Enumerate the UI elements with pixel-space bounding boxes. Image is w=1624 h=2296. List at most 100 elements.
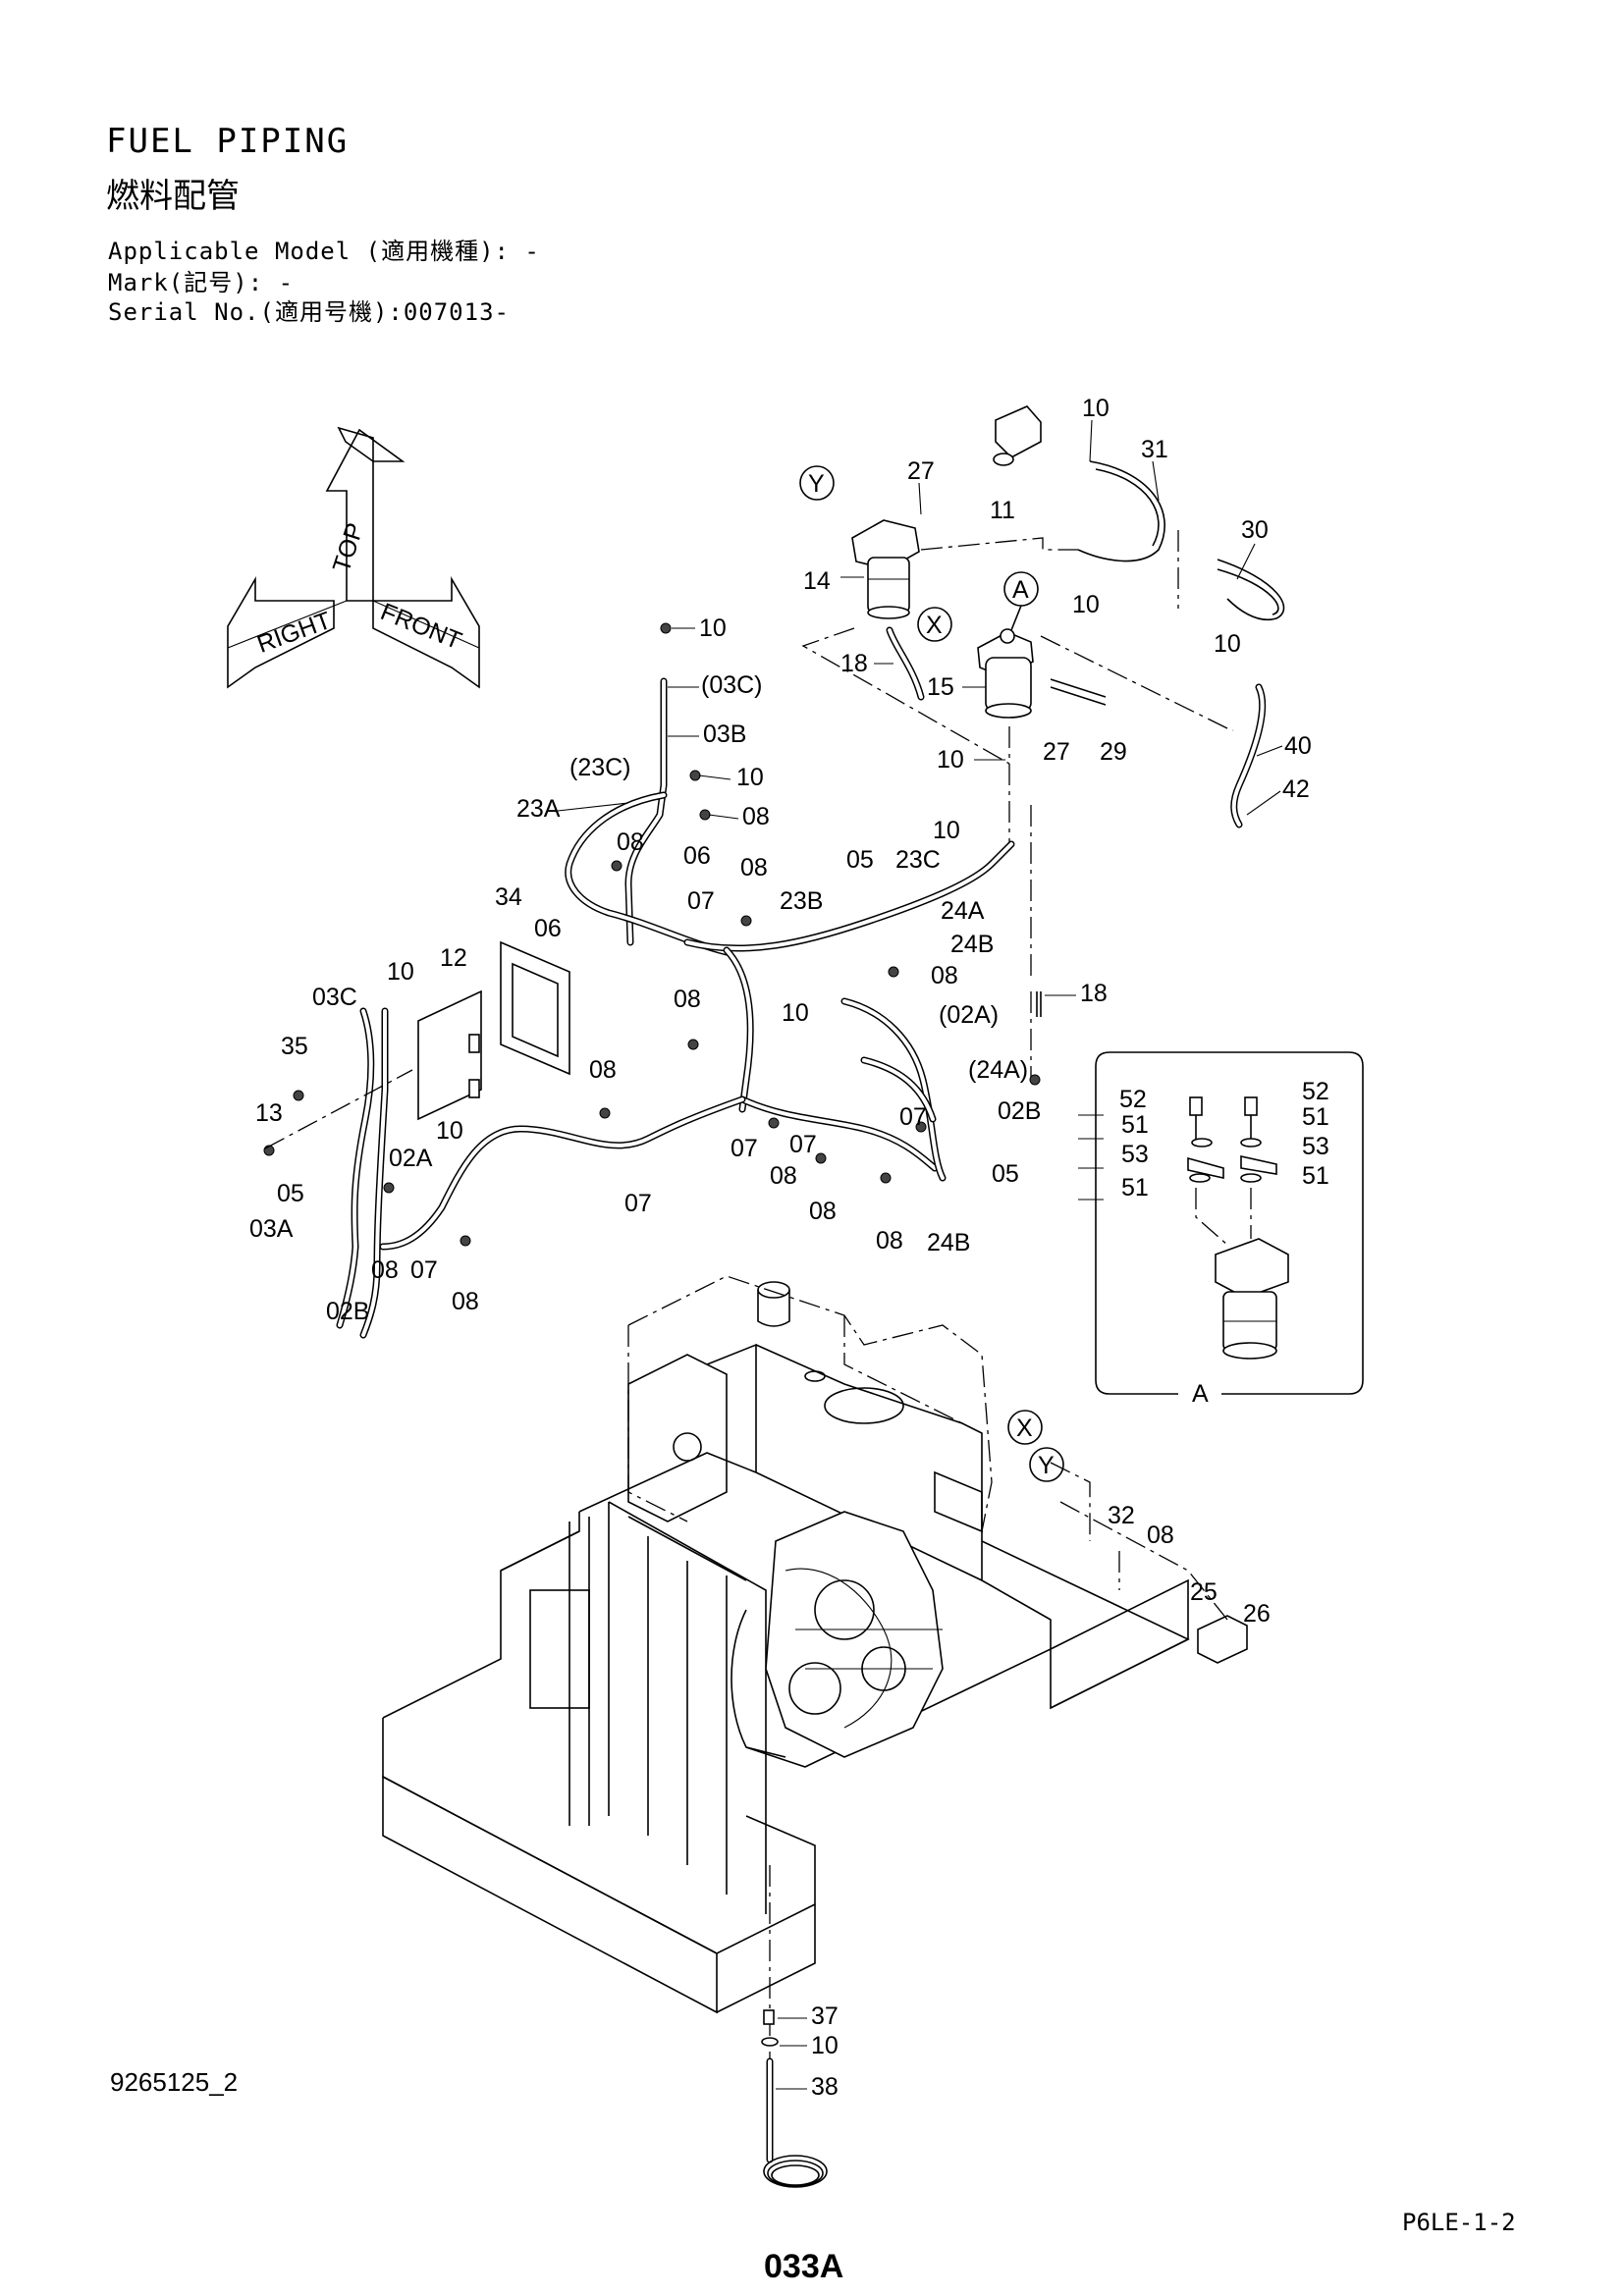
- callout: 08: [617, 828, 644, 856]
- callout: 10: [736, 764, 764, 791]
- page-title: FUEL PIPING: [106, 122, 350, 161]
- leader-lines: [557, 419, 1283, 2090]
- callout: 51: [1121, 1111, 1149, 1139]
- callout: 05: [846, 846, 874, 874]
- callout: 03A: [249, 1215, 294, 1243]
- callout: 12: [440, 944, 467, 972]
- callout: 42: [1282, 775, 1310, 803]
- callout: 02A: [389, 1145, 433, 1172]
- callout: (02A): [939, 1001, 999, 1029]
- detail-a-label: A: [1192, 1380, 1209, 1408]
- callout: 14: [803, 567, 831, 595]
- callout: 26: [1243, 1600, 1271, 1628]
- detail-a-callouts: 52 52 51 51 53 53 51 51 A: [1119, 1078, 1329, 1408]
- callout: 30: [1241, 516, 1269, 544]
- page-number: 033A: [764, 2248, 844, 2285]
- drain-hose: [761, 2009, 828, 2188]
- mark: Mark(記号): -: [108, 269, 295, 296]
- view-marker-a-top: A: [1012, 576, 1029, 604]
- callout: 08: [371, 1256, 399, 1284]
- reference-code: P6LE-1-2: [1402, 2209, 1516, 2236]
- callout: 08: [589, 1056, 617, 1084]
- callout: 52: [1119, 1086, 1147, 1113]
- applicable-model: Applicable Model (適用機種): -: [108, 238, 540, 265]
- callout: 51: [1302, 1162, 1329, 1190]
- callout: 10: [699, 614, 727, 642]
- callout: 37: [811, 2002, 839, 2030]
- callout: 08: [742, 803, 770, 830]
- clips: [263, 622, 1042, 1247]
- callout: 08: [770, 1162, 797, 1190]
- callout: 05: [277, 1180, 304, 1207]
- callout: 07: [687, 887, 715, 915]
- callout: 07: [731, 1135, 758, 1162]
- callout: 15: [927, 673, 954, 701]
- callout: 03B: [703, 721, 746, 748]
- view-marker-y-frame: Y: [1038, 1452, 1055, 1479]
- callout: 10: [1214, 630, 1241, 658]
- direction-indicator: TOP RIGHT FRONT: [227, 426, 480, 689]
- callout: 24A: [941, 897, 985, 925]
- view-marker-y-top: Y: [808, 470, 825, 498]
- callout: 10: [933, 817, 960, 844]
- callout: (24A): [968, 1056, 1028, 1084]
- callout: 08: [1147, 1522, 1174, 1549]
- callout: 18: [1080, 980, 1108, 1007]
- callout: (03C): [701, 671, 763, 699]
- serial-number: Serial No.(適用号機):007013-: [108, 298, 510, 326]
- callout: 51: [1121, 1174, 1149, 1201]
- callout: 25: [1190, 1578, 1218, 1606]
- callout: 23B: [780, 887, 823, 915]
- callout: 38: [811, 2073, 839, 2101]
- callout: 10: [782, 999, 809, 1027]
- callout: 53: [1302, 1133, 1329, 1160]
- callout: 07: [410, 1256, 438, 1284]
- clamp-plates: [417, 940, 570, 1121]
- callout: 08: [931, 962, 958, 989]
- callout: 02B: [326, 1298, 369, 1325]
- callout: 40: [1284, 732, 1312, 760]
- detail-a: [1095, 1051, 1364, 1395]
- callout: 29: [1100, 738, 1127, 766]
- callout: 31: [1141, 436, 1168, 463]
- fuel-filter-assembly: [801, 405, 1285, 1080]
- callout: 08: [674, 986, 701, 1013]
- callout: 07: [624, 1190, 652, 1217]
- fuel-pipes: [336, 677, 1015, 1339]
- document-number: 9265125_2: [110, 2067, 239, 2097]
- view-marker-x-top: X: [926, 612, 943, 639]
- callout: 06: [683, 842, 711, 870]
- page-title-japanese: 燃料配管: [106, 177, 240, 216]
- callout: 08: [740, 854, 768, 881]
- callout: 08: [452, 1288, 479, 1315]
- callout: (23C): [569, 754, 631, 781]
- callout: 10: [436, 1117, 463, 1145]
- callout: 06: [534, 915, 562, 942]
- callout: 07: [899, 1103, 927, 1131]
- machine-frame: [382, 1275, 1248, 2091]
- callout: 51: [1302, 1103, 1329, 1131]
- callout: 53: [1121, 1141, 1149, 1168]
- callout: 10: [1082, 395, 1110, 422]
- top-label: TOP: [328, 519, 369, 575]
- callout: 24B: [950, 931, 994, 958]
- callout-labels: 10 31 27 11 30 10 10 14 10 (03C) 18 15 0…: [249, 395, 1312, 2101]
- callout: 10: [1072, 591, 1100, 618]
- callout: 03C: [312, 984, 357, 1011]
- view-marker-x-frame: X: [1016, 1415, 1033, 1442]
- callout: 10: [387, 958, 414, 986]
- callout: 32: [1108, 1502, 1135, 1529]
- callout: 07: [789, 1131, 817, 1158]
- callout: 10: [811, 2032, 839, 2059]
- callout: 05: [992, 1160, 1019, 1188]
- callout: 18: [840, 650, 868, 677]
- callout: 08: [876, 1227, 903, 1255]
- callout: 52: [1302, 1078, 1329, 1105]
- callout: 27: [907, 457, 935, 485]
- front-label: FRONT: [377, 598, 465, 655]
- callout: 23A: [516, 795, 561, 823]
- callout: 02B: [998, 1097, 1041, 1125]
- view-markers: Y X A X Y: [799, 465, 1064, 1482]
- callout: 13: [255, 1099, 283, 1127]
